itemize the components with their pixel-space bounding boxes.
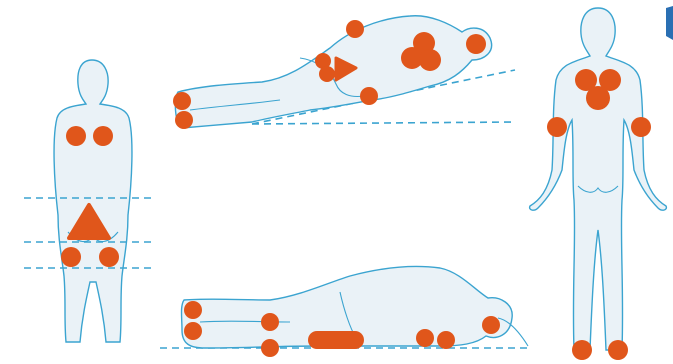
pressure-point-hip-lying — [308, 331, 364, 349]
pressure-point-right-heel — [608, 340, 628, 360]
figure-sitting-back — [24, 60, 152, 342]
pressure-point-knee-top — [261, 313, 279, 331]
pressure-point-shoulder-reclined — [346, 20, 364, 38]
figure-standing-back — [530, 8, 667, 360]
figure-semi-reclined — [173, 16, 515, 129]
pressure-point-right-scapula — [93, 126, 113, 146]
standing-body-outline — [530, 8, 667, 350]
pressure-point-left-elbow — [547, 117, 567, 137]
pressure-point-sacrum-reclined — [360, 87, 378, 105]
pressure-point-left-ischium — [61, 247, 81, 267]
pressure-point-right-ischium — [99, 247, 119, 267]
pressure-point-hip-reclined — [319, 66, 335, 82]
pressure-point-occiput — [466, 34, 486, 54]
base-line — [252, 122, 515, 124]
pressure-point-heel-bottom — [175, 111, 193, 129]
pressure-point-heel-top — [173, 92, 191, 110]
pressure-point-upper-back-c — [586, 86, 610, 110]
pressure-point-right-elbow — [631, 117, 651, 137]
pressure-point-scapula-c — [419, 49, 441, 71]
pressure-point-elbow-lying — [416, 329, 434, 347]
pressure-point-ankle-top — [184, 301, 202, 319]
pressure-point-shoulder-lying — [437, 331, 455, 349]
edge-accent — [666, 6, 673, 40]
pressure-point-left-heel — [572, 340, 592, 360]
pressure-point-left-scapula — [66, 126, 86, 146]
pressure-point-knee-bottom — [261, 339, 279, 357]
figure-lying-side — [160, 266, 530, 357]
pressure-point-ear-lying — [482, 316, 500, 334]
sitting-body-outline — [54, 60, 132, 342]
pressure-point-ankle-bottom — [184, 322, 202, 340]
